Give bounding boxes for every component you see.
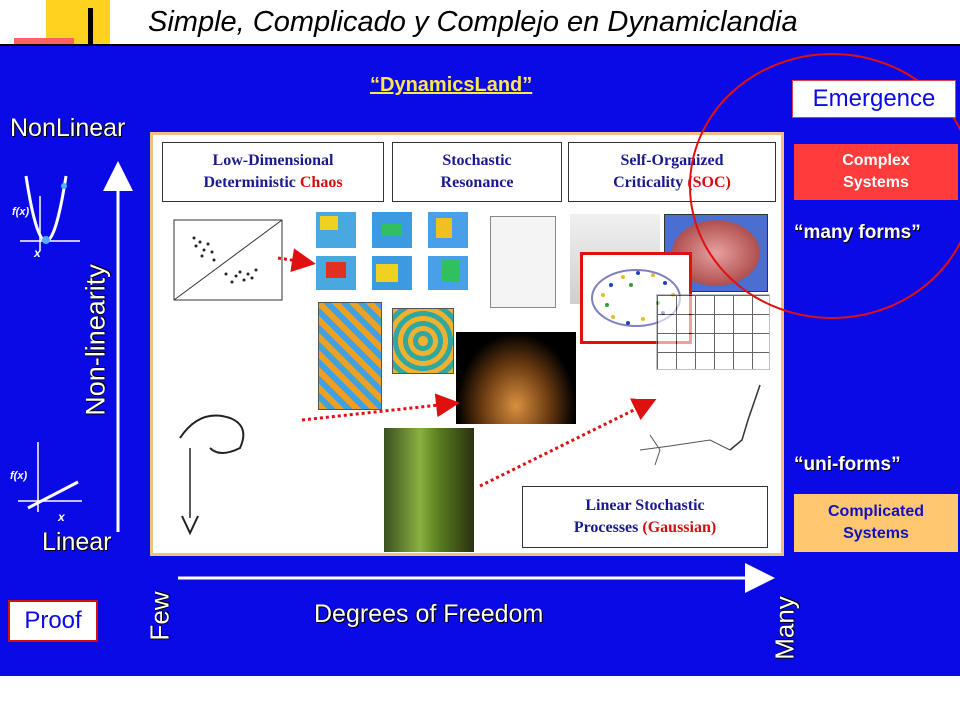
- many-forms-label: “many forms”: [794, 222, 921, 243]
- title-rule: [0, 44, 960, 46]
- x-label-bottom: x: [58, 510, 65, 524]
- emergence-circle: [689, 53, 960, 319]
- particle-trajectory-image: [639, 384, 761, 466]
- scatter-plot-image: [173, 219, 283, 301]
- complicated-systems-box: Complicated Systems: [794, 494, 958, 552]
- complex-systems-box: Complex Systems: [794, 144, 958, 200]
- proof-button[interactable]: Proof: [8, 600, 98, 642]
- dotted-arrow-3: [479, 398, 657, 488]
- category-linear-stochastic: Linear Stochastic Processes (Gaussian): [522, 486, 768, 548]
- category-soc-line2a: Criticality: [613, 174, 688, 191]
- category-stochastic-line1: Stochastic: [442, 151, 512, 169]
- complicated-systems-line1: Complicated: [827, 502, 924, 520]
- ants-on-stem-image: [384, 428, 474, 552]
- category-chaos: Low-Dimensional Deterministic Chaos: [162, 142, 384, 202]
- category-linear-line2a: Processes: [573, 519, 643, 536]
- uni-forms-label: “uni-forms”: [794, 454, 901, 475]
- slide-title: Simple, Complicado y Complejo en Dynamic…: [148, 6, 798, 38]
- spiral-waves-image-2: [392, 308, 454, 374]
- complex-systems-line2: Systems: [843, 174, 909, 191]
- category-stochastic-resonance: Stochastic Resonance: [392, 142, 562, 202]
- dotted-arrow-2: [301, 393, 460, 422]
- x-axis-title: Degrees of Freedom: [314, 600, 544, 628]
- fx-label-top: f(x): [12, 206, 30, 218]
- parabola-point: [42, 236, 50, 244]
- x-label-top: x: [34, 246, 41, 260]
- linear-line: [27, 480, 79, 510]
- axes-svg: [18, 161, 775, 593]
- dotted-arrow-1: [277, 248, 316, 273]
- category-soc-line2b: (SOC): [687, 174, 731, 191]
- complicated-systems-line2: Systems: [843, 525, 909, 542]
- category-chaos-line2a: Deterministic: [203, 174, 300, 191]
- maze-patterns-image: [656, 294, 770, 370]
- emergence-label: Emergence: [792, 80, 956, 118]
- pattern-grid-image: [316, 212, 468, 290]
- y-bottom-label: Linear: [42, 528, 112, 556]
- category-linear-line2: Processes (Gaussian): [523, 517, 767, 539]
- spiral-waves-image-1: [318, 302, 382, 410]
- newtons-cradle-image: [456, 332, 576, 424]
- category-chaos-line2: Deterministic Chaos: [163, 172, 383, 194]
- y-top-label: NonLinear: [10, 114, 126, 142]
- category-chaos-line2b: Chaos: [299, 174, 343, 191]
- parabola-point-2: [61, 183, 67, 189]
- pendulum-hand-image: [179, 414, 245, 536]
- category-soc: Self-Organized Criticality (SOC): [568, 142, 776, 202]
- category-stochastic-line2: Resonance: [440, 174, 514, 191]
- category-soc-line2: Criticality (SOC): [569, 172, 775, 194]
- category-chaos-line1: Low-Dimensional: [212, 151, 334, 169]
- dynamicsland-title: “DynamicsLand”: [370, 74, 533, 96]
- fx-label-bottom: f(x): [10, 470, 28, 482]
- title-decoration-bar: [88, 8, 93, 44]
- engraving-image: [490, 216, 556, 308]
- category-linear-line2b: (Gaussian): [642, 519, 717, 536]
- category-linear-line1: Linear Stochastic: [585, 496, 705, 514]
- complex-systems-line1: Complex: [842, 151, 910, 169]
- category-soc-line1: Self-Organized: [620, 151, 724, 169]
